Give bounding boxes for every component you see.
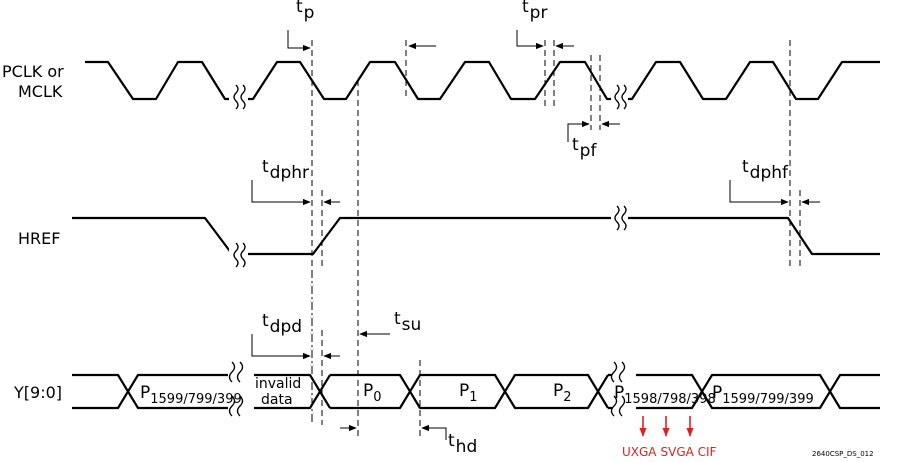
- href-label: HREF: [18, 229, 60, 248]
- y-bus-label: Y[9:0]: [13, 383, 62, 402]
- cell-p1: P1: [459, 381, 478, 405]
- pclk-waveform: [85, 60, 880, 110]
- label-tsu: tsu: [394, 309, 421, 335]
- label-tdphr: tdphr: [262, 157, 309, 183]
- cell-p-last-minus: P1598/798/398: [614, 383, 716, 407]
- reference-lines: [311, 40, 801, 440]
- label-tpf: tpf: [572, 135, 597, 161]
- label-thd: thd: [448, 431, 477, 457]
- tpr-arrow-left: [516, 30, 544, 50]
- figure-id: 2640CSP_DS_012: [812, 450, 874, 458]
- cell-p2: P2: [553, 381, 572, 405]
- cell-p-last: P1599/799/399: [712, 383, 814, 407]
- label-tdphf: tdphf: [742, 157, 789, 183]
- tdphr-arrow-left: [251, 180, 311, 206]
- cell-invalid-line1: invalid: [255, 376, 301, 392]
- cell-p0: P0: [363, 381, 382, 405]
- tdphf-arrow-left: [729, 180, 789, 206]
- cell-invalid-line2: data: [261, 392, 293, 408]
- y-bus-waveform: [72, 361, 880, 417]
- cell-p-first: P1599/799/399: [140, 383, 242, 407]
- pclk-label-line1: PCLK or: [2, 62, 64, 81]
- label-tp: tp: [296, 0, 314, 23]
- tpf-arrow-left: [567, 120, 590, 142]
- label-tpr: tpr: [522, 0, 547, 23]
- label-tdpd: tdpd: [262, 311, 302, 337]
- pclk-label-line2: MCLK: [18, 82, 63, 101]
- tdpd-arrow-left: [251, 334, 311, 360]
- href-waveform: [72, 205, 880, 268]
- tp-arrow: [287, 30, 311, 52]
- thd-arrow-right: [421, 424, 447, 440]
